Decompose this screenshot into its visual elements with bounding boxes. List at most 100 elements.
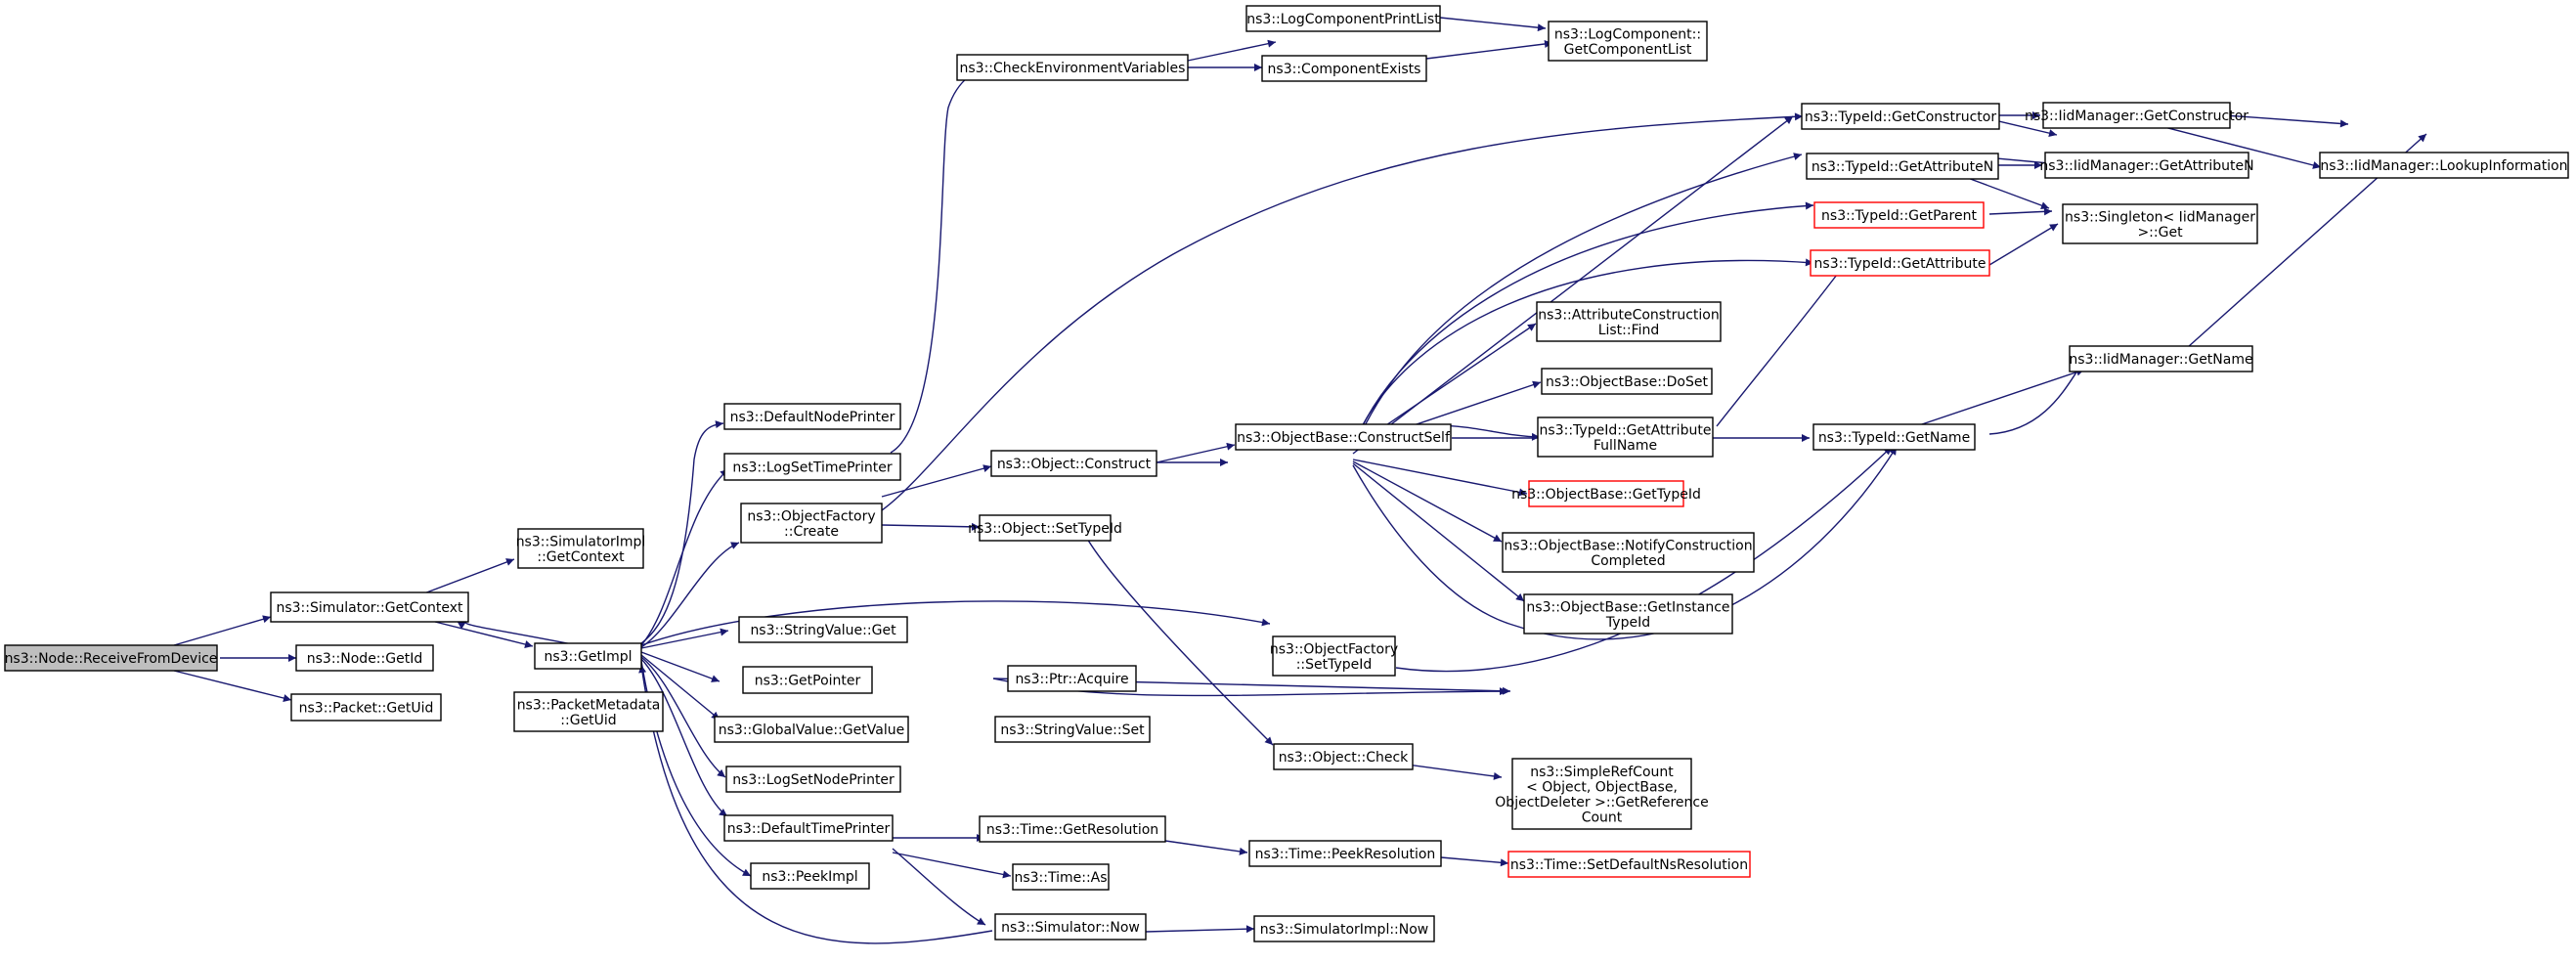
node-label: ns3::SimulatorImpl::Now — [1260, 922, 1429, 938]
node-typeidgetattributen[interactable]: ns3::TypeId::GetAttributeN — [1806, 153, 1999, 180]
node-objectsettypeid[interactable]: ns3::Object::SetTypeId — [968, 514, 1122, 542]
node-typeidgetname[interactable]: ns3::TypeId::GetName — [1812, 423, 1976, 451]
node-box — [742, 666, 873, 694]
node-objectconstruct[interactable]: ns3::Object::Construct — [990, 450, 1157, 477]
node-label: ns3::Node::GetId — [307, 651, 422, 667]
node-typeidgetattribute[interactable]: ns3::TypeId::GetAttribute — [1810, 249, 1990, 277]
node-constructself[interactable]: ns3::ObjectBase::ConstructSelf — [1235, 423, 1452, 451]
node-label: TypeId — [1605, 615, 1650, 631]
node-stringvalueset[interactable]: ns3::StringValue::Set — [994, 716, 1151, 743]
node-box — [1235, 423, 1452, 451]
node-getimpl[interactable]: ns3::GetImpl — [534, 642, 642, 670]
edge — [1439, 17, 1547, 32]
node-logcompgetlist[interactable]: ns3::LogComponent::GetComponentList — [1548, 21, 1708, 62]
node-setdefaultnsres[interactable]: ns3::Time::SetDefaultNsResolution — [1507, 851, 1751, 878]
node-box — [979, 514, 1112, 542]
node-label: ::Create — [784, 524, 839, 540]
node-box — [2062, 203, 2258, 244]
node-label: ns3::TypeId::GetAttribute — [1540, 422, 1712, 438]
node-packetgetuid[interactable]: ns3::Packet::GetUid — [290, 693, 442, 722]
node-ptracquire[interactable]: ns3::Ptr::Acquire — [1007, 665, 1137, 692]
node-box — [1248, 840, 1442, 867]
node-box — [740, 503, 883, 544]
node-checkenv[interactable]: ns3::CheckEnvironmentVariables — [956, 54, 1189, 81]
edge — [1352, 462, 1525, 602]
edge — [640, 542, 740, 648]
node-typeidgetparent[interactable]: ns3::TypeId::GetParent — [1813, 201, 1985, 229]
node-simimplnow[interactable]: ns3::SimulatorImpl::Now — [1253, 915, 1435, 942]
node-label: Completed — [1591, 553, 1665, 569]
node-simplerefcount[interactable]: ns3::SimpleRefCount< Object, ObjectBase,… — [1495, 758, 1709, 830]
edge — [1156, 442, 1236, 463]
node-label: ns3::ObjectFactory — [1270, 641, 1398, 657]
node-peekimpl[interactable]: ns3::PeekImpl — [750, 862, 870, 890]
edge — [640, 656, 726, 778]
node-label: ns3::SimulatorImpl — [516, 534, 646, 549]
node-label: ns3::TypeId::GetParent — [1821, 208, 1977, 224]
node-logcompprintlist[interactable]: ns3::LogComponentPrintList — [1245, 5, 1441, 32]
edge — [1395, 446, 1893, 673]
node-label: GetComponentList — [1564, 42, 1692, 58]
node-objfactorycreate[interactable]: ns3::ObjectFactory::Create — [740, 503, 883, 544]
node-typeidgetconstructor[interactable]: ns3::TypeId::GetConstructor — [1801, 103, 2000, 130]
node-label: ns3::IidManager::GetAttributeN — [2039, 158, 2253, 174]
node-box — [1806, 153, 1999, 180]
node-box — [723, 453, 901, 481]
edge — [881, 464, 992, 498]
node-box — [1273, 743, 1414, 770]
node-label: ns3::ObjectFactory — [747, 508, 875, 524]
node-label: ObjectDeleter >::GetReference — [1495, 795, 1708, 810]
node-box — [2042, 102, 2231, 129]
node-iidgetname[interactable]: ns3::IidManager::GetName — [2069, 345, 2253, 372]
node-getcontext[interactable]: ns3::Simulator::GetContext — [270, 591, 469, 623]
node-objfactorysettypeid[interactable]: ns3::ObjectFactory::SetTypeId — [1270, 635, 1398, 677]
node-stringvalueget[interactable]: ns3::StringValue::Get — [738, 616, 908, 643]
node-label: ns3::IidManager::GetName — [2069, 352, 2252, 368]
node-objectbasegettypeid[interactable]: ns3::ObjectBase::GetTypeId — [1511, 480, 1701, 507]
node-box — [738, 616, 908, 643]
node-pmgetuid[interactable]: ns3::PacketMetadata::GetUid — [513, 691, 664, 732]
node-box — [1810, 249, 1990, 277]
node-label: ns3::IidManager::LookupInformation — [2320, 158, 2567, 174]
node-getid[interactable]: ns3::Node::GetId — [295, 644, 434, 672]
node-timeas[interactable]: ns3::Time::As — [1012, 863, 1110, 891]
node-receive[interactable]: ns3::Node::ReceiveFromDevice — [4, 644, 218, 672]
edge — [640, 654, 720, 721]
node-notifyconstruction[interactable]: ns3::ObjectBase::NotifyConstructionCompl… — [1502, 532, 1755, 573]
node-globalvaluegetvalue[interactable]: ns3::GlobalValue::GetValue — [714, 716, 909, 743]
edge — [1964, 176, 2050, 209]
node-label: Count — [1582, 810, 1623, 825]
node-label: ns3::LogComponentPrintList — [1246, 12, 1440, 27]
node-componentexists[interactable]: ns3::ComponentExists — [1261, 55, 1427, 82]
node-simimplgetcontext[interactable]: ns3::SimulatorImpl::GetContext — [516, 528, 646, 569]
node-objectcheck[interactable]: ns3::Object::Check — [1273, 743, 1414, 770]
node-objectbasedoset[interactable]: ns3::ObjectBase::DoSet — [1541, 368, 1713, 395]
node-defaultnodeprinter[interactable]: ns3::DefaultNodePrinter — [723, 403, 901, 430]
node-defaulttimeprinter[interactable]: ns3::DefaultTimePrinter — [723, 814, 894, 842]
node-box — [534, 642, 642, 670]
node-logsetnodeprinter[interactable]: ns3::LogSetNodePrinter — [725, 766, 901, 793]
node-label: ns3::Time::GetResolution — [986, 822, 1158, 838]
node-singletonget[interactable]: ns3::Singleton< IidManager>::Get — [2062, 203, 2258, 244]
node-box — [270, 591, 469, 623]
edge — [1352, 459, 1528, 497]
node-getpointer[interactable]: ns3::GetPointer — [742, 666, 873, 694]
node-timepeekresolution[interactable]: ns3::Time::PeekResolution — [1248, 840, 1442, 867]
node-simulatornow[interactable]: ns3::Simulator::Now — [994, 913, 1147, 941]
node-label: ns3::AttributeConstruction — [1538, 307, 1719, 323]
node-box — [990, 450, 1157, 477]
node-label: ns3::Ptr::Acquire — [1015, 672, 1128, 687]
edge — [1145, 925, 1255, 934]
node-box — [517, 528, 644, 569]
node-iidgetconstructor[interactable]: ns3::IidManager::GetConstructor — [2025, 102, 2249, 129]
node-iidgetattributen[interactable]: ns3::IidManager::GetAttributeN — [2039, 152, 2254, 179]
node-logsettimeprinter[interactable]: ns3::LogSetTimePrinter — [723, 453, 901, 481]
edge — [1352, 258, 1814, 447]
edge — [1164, 840, 1248, 855]
node-timegetresolution[interactable]: ns3::Time::GetResolution — [979, 815, 1166, 843]
node-iidlookupinfo[interactable]: ns3::IidManager::LookupInformation — [2319, 152, 2569, 179]
